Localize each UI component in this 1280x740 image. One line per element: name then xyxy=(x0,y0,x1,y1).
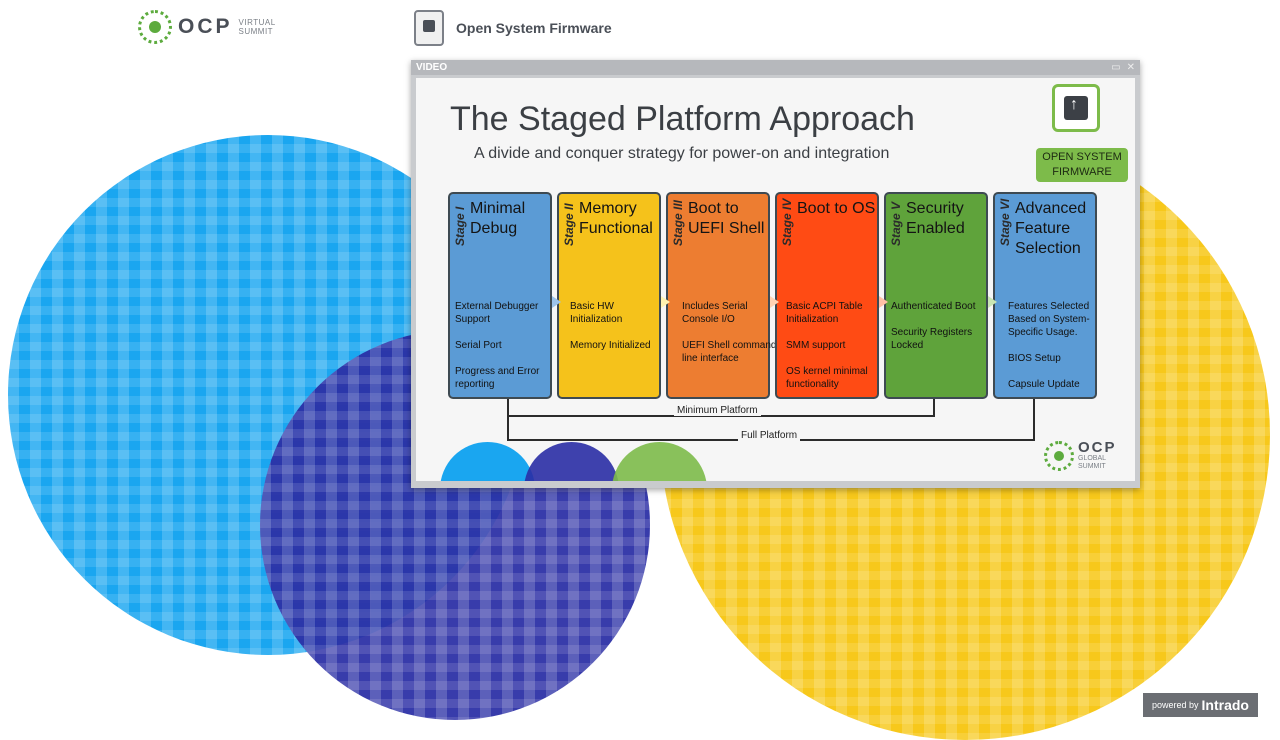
stage-arrow-icon xyxy=(770,296,779,308)
mini-circle-navy xyxy=(524,442,619,481)
stage-item: Includes Serial Console I/O xyxy=(682,301,748,325)
maximize-icon[interactable]: ▭ xyxy=(1111,62,1121,73)
mini-circle-blue xyxy=(440,442,535,481)
stage-arrow-icon xyxy=(661,296,670,308)
stage-tag: Stage III xyxy=(671,199,685,246)
ocp-virtual-summit-logo: OCP VIRTUAL SUMMIT xyxy=(138,10,276,44)
ocp-logo-sub-2: SUMMIT xyxy=(238,27,274,36)
stage-box: Stage II Memory Functional Basic HW Init… xyxy=(557,192,661,399)
stage-box: Stage IV Boot to OS Basic ACPI Table Ini… xyxy=(775,192,879,399)
stage-item: Capsule Update xyxy=(1008,379,1080,390)
powered-by-text: powered by xyxy=(1152,700,1199,710)
stage-tag: Stage VI xyxy=(998,198,1012,246)
stage-item: OS kernel minimal functionality xyxy=(786,366,868,390)
video-titlebar[interactable]: VIDEO ▭ ✕ xyxy=(411,60,1140,75)
stage-item: BIOS Setup xyxy=(1008,353,1061,364)
minimum-platform-label: Minimum Platform xyxy=(674,405,761,416)
stage-heading: Minimal Debug xyxy=(470,200,526,237)
video-window[interactable]: VIDEO ▭ ✕ The Staged Platform Approach A… xyxy=(411,60,1140,488)
ocp-global-word: OCP xyxy=(1078,439,1117,456)
stage-arrow-icon xyxy=(988,296,997,308)
osf-chip-icon xyxy=(1052,84,1100,132)
ocp-global-sub-2: SUMMIT xyxy=(1078,463,1106,470)
osf-badge-line-2: FIRMWARE xyxy=(1052,166,1112,178)
osf-badge-line-1: OPEN SYSTEM xyxy=(1042,151,1122,163)
stage-item: Basic HW Initialization xyxy=(570,301,623,325)
ocp-sun-icon xyxy=(1044,440,1074,471)
ocp-global-sub-1: GLOBAL xyxy=(1078,455,1107,462)
ocp-global-summit-logo: OCP GLOBAL SUMMIT xyxy=(1044,440,1117,471)
stage-heading: Boot to OS xyxy=(797,200,876,217)
stage-heading: Advanced Feature Selection xyxy=(1015,200,1087,257)
stage-item: Memory Initialized xyxy=(570,340,651,351)
stage-tag: Stage IV xyxy=(780,198,794,246)
stage-box: Stage VI Advanced Feature Selection Feat… xyxy=(993,192,1097,399)
osf-logo-text: Open System Firmware xyxy=(456,20,612,36)
mini-circle-green xyxy=(612,442,707,481)
ocp-logo-sub-1: VIRTUAL xyxy=(238,18,276,27)
presentation-slide: The Staged Platform Approach A divide an… xyxy=(416,78,1135,481)
stage-item: Progress and Error reporting xyxy=(455,366,540,390)
osf-badge: OPEN SYSTEM FIRMWARE xyxy=(1036,148,1128,182)
open-system-firmware-logo: Open System Firmware xyxy=(414,10,612,46)
stage-tag: Stage V xyxy=(889,201,903,246)
stage-item: SMM support xyxy=(786,340,846,351)
stage-item: Features Selected Based on System-Specif… xyxy=(1008,301,1090,338)
video-label: VIDEO xyxy=(416,62,448,73)
ocp-logo-word: OCP xyxy=(178,15,233,38)
stage-heading: Boot to UEFI Shell xyxy=(688,200,765,237)
stage-item: Serial Port xyxy=(455,340,502,351)
stage-heading: Security Enabled xyxy=(906,200,965,237)
stage-arrow-icon xyxy=(879,296,888,308)
stage-box: Stage V Security Enabled Authenticated B… xyxy=(884,192,988,399)
ocp-sun-icon xyxy=(138,10,172,44)
stage-tag: Stage II xyxy=(562,203,576,246)
stage-tag: Stage I xyxy=(453,206,467,246)
slide-title: The Staged Platform Approach xyxy=(450,100,915,138)
stage-item: Authenticated Boot xyxy=(891,301,976,312)
stage-arrow-icon xyxy=(552,296,561,308)
close-icon[interactable]: ✕ xyxy=(1126,62,1135,73)
stage-box: Stage III Boot to UEFI Shell Includes Se… xyxy=(666,192,776,399)
stage-item: Basic ACPI Table Initialization xyxy=(786,301,863,325)
stage-box: Stage I Minimal Debug External Debugger … xyxy=(448,192,552,399)
stage-item: UEFI Shell command line interface xyxy=(682,340,777,364)
slide-subtitle: A divide and conquer strategy for power-… xyxy=(474,145,890,162)
chip-icon xyxy=(414,10,444,46)
full-platform-label: Full Platform xyxy=(738,430,801,441)
intrado-brand: Intrado xyxy=(1201,697,1249,713)
stage-item: Security Registers Locked xyxy=(891,327,973,351)
stage-item: External Debugger Support xyxy=(455,301,539,325)
powered-by-intrado-badge: powered by Intrado xyxy=(1143,693,1258,717)
stage-heading: Memory Functional xyxy=(579,200,653,237)
